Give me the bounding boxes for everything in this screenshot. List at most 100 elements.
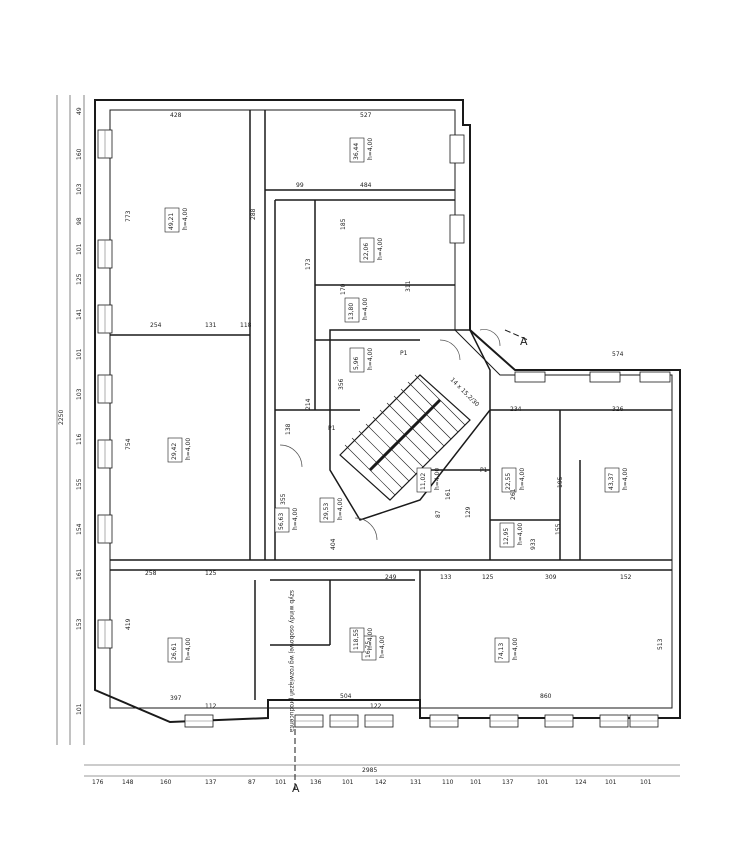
dim-left-segment: 98 [76, 217, 83, 225]
dim-bottom-segment: 148 [122, 779, 134, 786]
dim-room-width: 122 [370, 703, 382, 710]
section-mark-bottom: A [292, 782, 300, 795]
dim-room-width: 234 [510, 406, 522, 413]
room-tag-r11: 12,95 h=4,00 [499, 523, 524, 548]
dim-bottom-segment: 87 [248, 779, 256, 786]
room-area: 36,44 [353, 143, 360, 160]
dim-internal: 419 [125, 618, 132, 630]
window-right-1 [449, 214, 465, 244]
dim-internal: 87 [435, 510, 442, 518]
room-area: 29,42 [171, 443, 178, 460]
room-height: h=4,00 [377, 238, 384, 260]
room-height: h=4,00 [622, 468, 629, 490]
room-height: h=4,00 [185, 638, 192, 660]
dim-room-width: 860 [540, 693, 552, 700]
room-area: 22,06 [363, 243, 370, 260]
room-area: 74,13 [498, 643, 505, 660]
left-dimension-chain [56, 95, 85, 745]
window-top-0 [514, 371, 546, 383]
dim-bottom-segment: 101 [275, 779, 287, 786]
room-area: 43,37 [608, 473, 615, 490]
label-p1-a: P1 [400, 350, 408, 357]
dim-bottom-segment: 160 [160, 779, 172, 786]
room-area: 16,75 [365, 641, 372, 658]
interior-walls [110, 110, 672, 708]
room-height: h=4,00 [292, 508, 299, 530]
lift-shaft-note: szyb windy osobowej wg rozwiązań produce… [288, 590, 295, 732]
room-area: 13,80 [348, 303, 355, 320]
dim-internal: 261 [510, 488, 517, 500]
dim-internal: 173 [305, 258, 312, 270]
dim-internal: 129 [465, 506, 472, 518]
dim-internal: 356 [338, 378, 345, 390]
room-height: h=4,00 [182, 208, 189, 230]
dim-room-width: 131 [205, 322, 217, 329]
dim-room-width: 428 [170, 112, 182, 119]
dim-internal: 933 [530, 538, 537, 550]
window-bottom-3 [364, 714, 394, 728]
room-area: 49,21 [168, 213, 175, 230]
window-bottom-6 [544, 714, 574, 728]
window-top-2 [639, 371, 671, 383]
dim-room-width: 258 [145, 570, 157, 577]
room-height: h=4,00 [519, 468, 526, 490]
room-tag-r8: 22,55 h=4,00 [501, 468, 526, 493]
dim-room-width: 112 [205, 703, 217, 710]
window-bottom-7 [599, 714, 629, 728]
window-left-5 [97, 514, 113, 544]
bottom-dimension-chain [84, 764, 680, 777]
left-total-dimension: 2250 [58, 410, 65, 425]
room-height: h=4,00 [434, 468, 441, 490]
window-left-3 [97, 374, 113, 404]
room-tag-r7: 43,37 h=4,00 [604, 468, 629, 493]
dim-internal: 214 [305, 398, 312, 410]
windows [97, 129, 671, 728]
room-area: 11,02 [420, 473, 427, 490]
dim-left-segment: 103 [76, 183, 83, 195]
dim-left-segment: 116 [76, 433, 83, 445]
room-area: 12,95 [503, 528, 510, 545]
dim-bottom-segment: 142 [375, 779, 387, 786]
dim-room-width: 484 [360, 182, 372, 189]
dim-left-segment: 101 [76, 348, 83, 360]
dim-internal: 311 [405, 280, 412, 292]
dim-left-segment: 160 [76, 148, 83, 160]
room-area: 26,61 [171, 643, 178, 660]
room-area: 22,55 [505, 473, 512, 490]
room-tag-r4: 22,06 h=4,00 [359, 238, 384, 263]
dim-room-width: 125 [482, 574, 494, 581]
dim-left-segment: 101 [76, 243, 83, 255]
dim-left-segment: 154 [76, 523, 83, 535]
dim-internal: 195 [557, 476, 564, 488]
dim-bottom-segment: 176 [92, 779, 104, 786]
dim-room-width: 504 [340, 693, 352, 700]
dim-room-width: 309 [545, 574, 557, 581]
label-p1-b: P1 [328, 425, 336, 432]
dim-bottom-segment: 137 [205, 779, 217, 786]
dim-internal: 288 [250, 208, 257, 220]
window-left-0 [97, 129, 113, 159]
room-area: 29,53 [323, 503, 330, 520]
dim-bottom-segment: 136 [310, 779, 322, 786]
dim-left-segment: 49 [76, 107, 83, 115]
dim-room-width: 397 [170, 695, 182, 702]
room-height: h=4,00 [379, 636, 386, 658]
dim-internal: 170 [340, 283, 347, 295]
room-tag-r3: 29,42 h=4,00 [167, 438, 192, 463]
dim-internal: 185 [340, 218, 347, 230]
bottom-total-dimension: 2985 [362, 767, 377, 774]
room-height: h=4,00 [517, 523, 524, 545]
dim-left-segment: 101 [76, 703, 83, 715]
room-height: h=4,00 [185, 438, 192, 460]
dim-bottom-segment: 101 [605, 779, 617, 786]
dim-room-width: 254 [150, 322, 162, 329]
window-bottom-5 [489, 714, 519, 728]
window-left-4 [97, 439, 113, 469]
room-height: h=4,00 [367, 348, 374, 370]
